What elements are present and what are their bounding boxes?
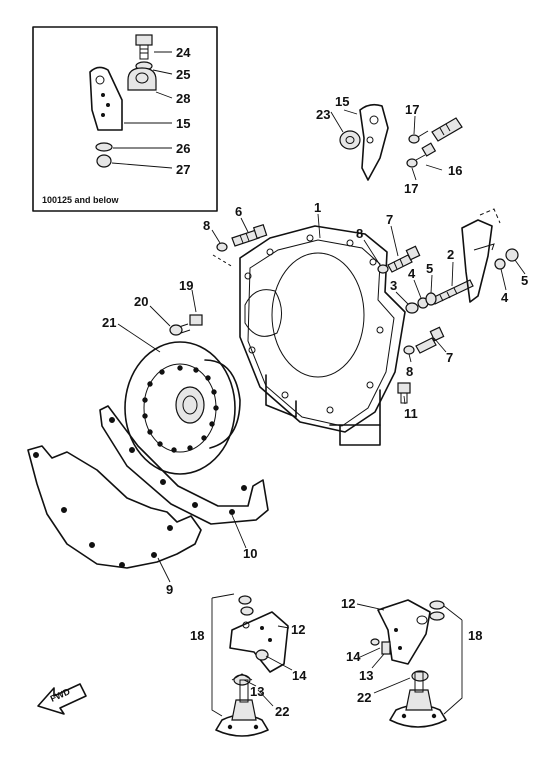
upper-bracket-group <box>339 103 463 181</box>
mount-bracket-12-right-part <box>377 599 431 665</box>
washer-17a-part <box>408 134 420 144</box>
callout-15: 15 <box>335 94 349 109</box>
flywheel-housing-part <box>212 225 406 446</box>
callout-9: 9 <box>166 582 173 597</box>
callout-7-upper: 7 <box>386 212 393 227</box>
coupling-21-part <box>124 341 241 475</box>
bolt-7-lower-part <box>415 326 445 354</box>
callout-4-right: 4 <box>501 290 509 305</box>
washer-8a-part <box>216 242 228 252</box>
callout-23: 23 <box>316 107 330 122</box>
inset-label-15: 15 <box>176 116 190 131</box>
right-mount-group <box>370 599 463 728</box>
gasket-10-part <box>99 405 269 525</box>
callout-13-right: 13 <box>359 668 373 683</box>
leader-lines <box>117 109 526 707</box>
callout-6: 6 <box>235 204 242 219</box>
cover-9-part <box>27 445 202 569</box>
washer-8c-part <box>403 345 415 355</box>
callout-7-lower: 7 <box>446 350 453 365</box>
callout-8-upper: 8 <box>356 226 363 241</box>
callout-14-right: 14 <box>346 649 361 664</box>
washer-3-part <box>405 302 419 314</box>
callout-18-left: 18 <box>190 628 204 643</box>
callout-17-upper: 17 <box>405 102 419 117</box>
inset-bracket-part <box>89 66 123 131</box>
callout-12-right: 12 <box>341 596 355 611</box>
callout-16: 16 <box>448 163 462 178</box>
inset-nut-27-part <box>96 154 112 168</box>
callout-14-left: 14 <box>292 668 307 683</box>
callout-3: 3 <box>390 278 397 293</box>
cover-9-holes <box>33 452 173 568</box>
callout-19: 19 <box>179 278 193 293</box>
inset-bolt-part <box>135 34 153 60</box>
grommet-23-part <box>339 130 361 150</box>
inset-label-25: 25 <box>176 67 190 82</box>
callout-22-right: 22 <box>357 690 371 705</box>
callout-10: 10 <box>243 546 257 561</box>
washer-8b-part <box>377 264 389 274</box>
callout-5-center: 5 <box>426 261 433 276</box>
inset-caption: 100125 and below <box>42 195 120 205</box>
inset-label-24: 24 <box>176 45 191 60</box>
inset-label-26: 26 <box>176 141 190 156</box>
bracket-15-part <box>359 103 389 181</box>
gasket-10-holes <box>109 417 247 515</box>
inset-frame <box>32 26 218 212</box>
mount-bracket-12-left-part <box>229 611 289 673</box>
left-mount-group <box>211 593 289 737</box>
inset-clamp-part <box>127 67 157 91</box>
callout-18-right: 18 <box>468 628 482 643</box>
callout-1: 1 <box>314 200 321 215</box>
callout-12-left: 12 <box>291 622 305 637</box>
bolt-13-right-part <box>381 641 391 655</box>
callout-20: 20 <box>134 294 148 309</box>
forward-arrow: FWD <box>37 683 87 715</box>
bolt-16-part <box>421 117 463 157</box>
callout-8-left: 8 <box>203 218 210 233</box>
inset-washer-26-part <box>95 142 113 152</box>
coupling-holes <box>142 365 219 453</box>
right-link-bracket-part <box>461 208 519 303</box>
callout-21: 21 <box>102 315 116 330</box>
inset-label-28: 28 <box>176 91 190 106</box>
callout-13-left: 13 <box>250 684 264 699</box>
bolt-11-part <box>397 382 411 404</box>
bolt-6-part <box>231 223 268 247</box>
callout-22-left: 22 <box>275 704 289 719</box>
inset-label-27: 27 <box>176 162 190 177</box>
callout-labels: 15 23 17 16 17 1 6 8 7 8 2 3 4 5 4 5 19 … <box>102 94 528 719</box>
bolt-7-upper-part <box>387 245 421 273</box>
callout-4-center: 4 <box>408 266 416 281</box>
nut-5-part <box>425 292 437 306</box>
callout-17-lower: 17 <box>404 181 418 196</box>
inset-panel: 24 25 28 15 26 27 100125 and below <box>32 26 218 212</box>
callout-11: 11 <box>404 406 418 421</box>
callout-2: 2 <box>447 247 454 262</box>
washer-17b-part <box>406 158 418 168</box>
callout-8-lower: 8 <box>406 364 413 379</box>
washer-20-part <box>169 324 183 336</box>
callout-5-right: 5 <box>521 273 528 288</box>
